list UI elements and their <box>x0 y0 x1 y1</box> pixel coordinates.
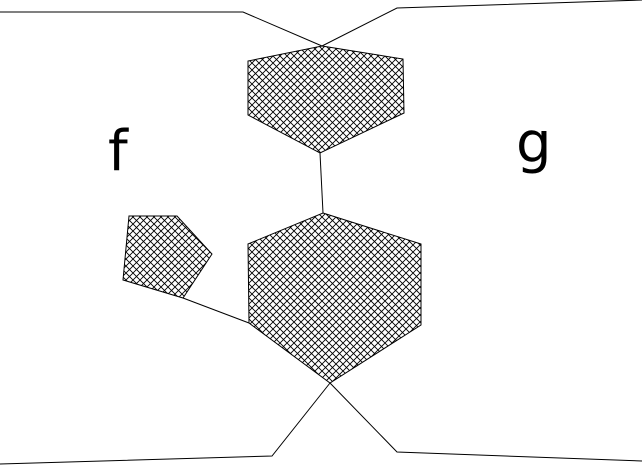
edge-pentagon-connector <box>182 297 250 324</box>
edge-top-left <box>0 11 323 47</box>
region-label-f: f <box>108 119 129 184</box>
edge-bottom-right <box>329 382 642 462</box>
region-label-g: g <box>516 111 552 176</box>
edge-bottom-left <box>0 382 331 465</box>
edge-top-right <box>321 0 642 47</box>
pentagon <box>122 215 213 299</box>
edge-hexagon-connector <box>319 152 324 214</box>
bottom-hexagon <box>247 212 422 384</box>
top-hexagon <box>247 45 405 154</box>
